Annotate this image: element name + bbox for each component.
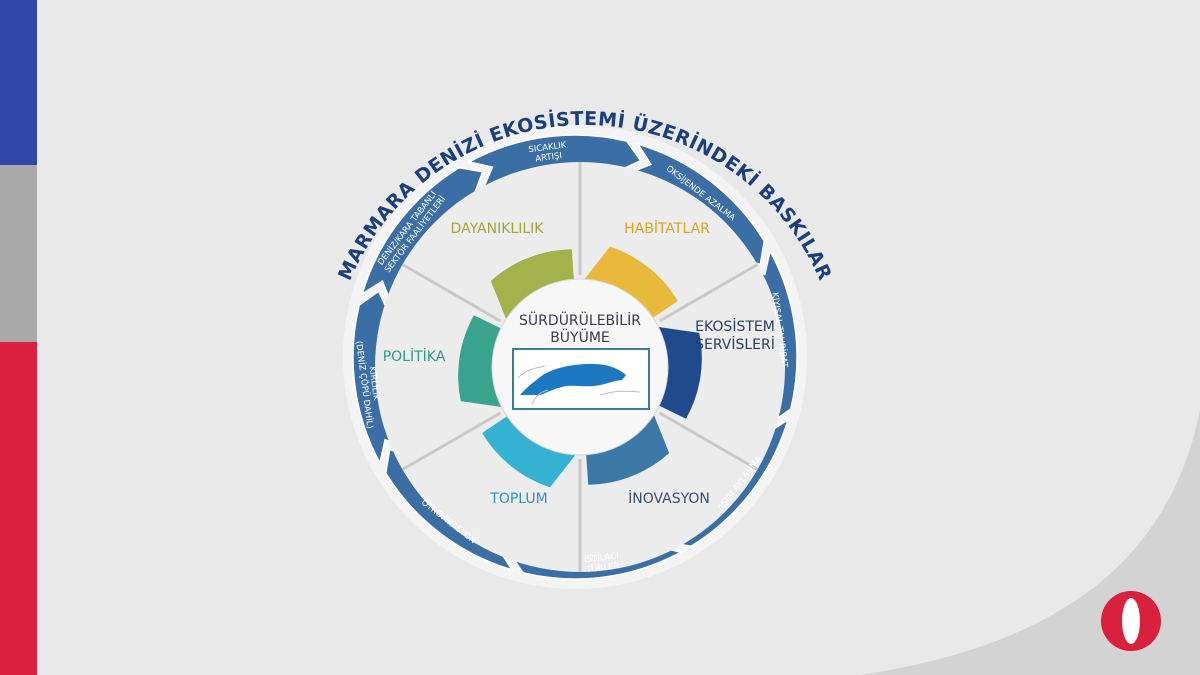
petal-dayaniklilik: [490, 249, 575, 322]
ring-label-line: KİRLİLİK: [367, 366, 382, 402]
petal-inovasyon: [585, 412, 670, 485]
petal-label-dayaniklilik: DAYANIKLILIK: [451, 221, 545, 237]
petal-ekosistem: [655, 326, 702, 419]
petal-habitatlar: [583, 246, 678, 319]
side-bar-red: [0, 342, 37, 675]
side-bar-grey: [0, 165, 37, 342]
ring-label-line: İSTİLACI: [584, 550, 620, 565]
separator-ray: [658, 411, 759, 471]
petal-label-line: İNOVASYON: [628, 489, 710, 507]
petal-label-line: SERVİSLERİ: [695, 335, 775, 353]
side-bar-blue: [0, 0, 37, 165]
marmara-map: [512, 348, 650, 410]
petal-label-politika: POLİTİKA: [383, 347, 446, 365]
center-line-2: BÜYÜME: [550, 328, 610, 346]
petal-label-inovasyon: İNOVASYON: [628, 489, 710, 507]
center-line-1: SÜRDÜRÜLEBİLİR: [519, 311, 641, 329]
petal-politika: [458, 315, 505, 408]
separator-rays: [401, 162, 759, 572]
ring-label-line: TÜRLER: [584, 560, 620, 575]
petal-label-habitatlar: HABİTATLAR: [624, 219, 710, 237]
petal-toplum: [482, 415, 577, 488]
ring-label-line: ARTIŞI: [535, 151, 563, 164]
sea-shape: [520, 363, 626, 395]
petal-label-toplum: TOPLUM: [489, 491, 547, 507]
petal-label-line: HABİTATLAR: [624, 219, 710, 237]
separator-ray: [401, 411, 502, 471]
value-petals: [458, 246, 702, 488]
petal-label-line: TOPLUM: [489, 491, 547, 507]
university-logo: [1101, 591, 1161, 651]
petal-label-line: EKOSİSTEM: [695, 317, 775, 335]
petal-label-line: DAYANIKLILIK: [451, 221, 545, 237]
ring-label-line: SICAKLIK: [528, 140, 567, 155]
separator-ray: [658, 263, 759, 323]
separator-ray: [401, 263, 502, 323]
petal-label-line: POLİTİKA: [383, 347, 446, 365]
